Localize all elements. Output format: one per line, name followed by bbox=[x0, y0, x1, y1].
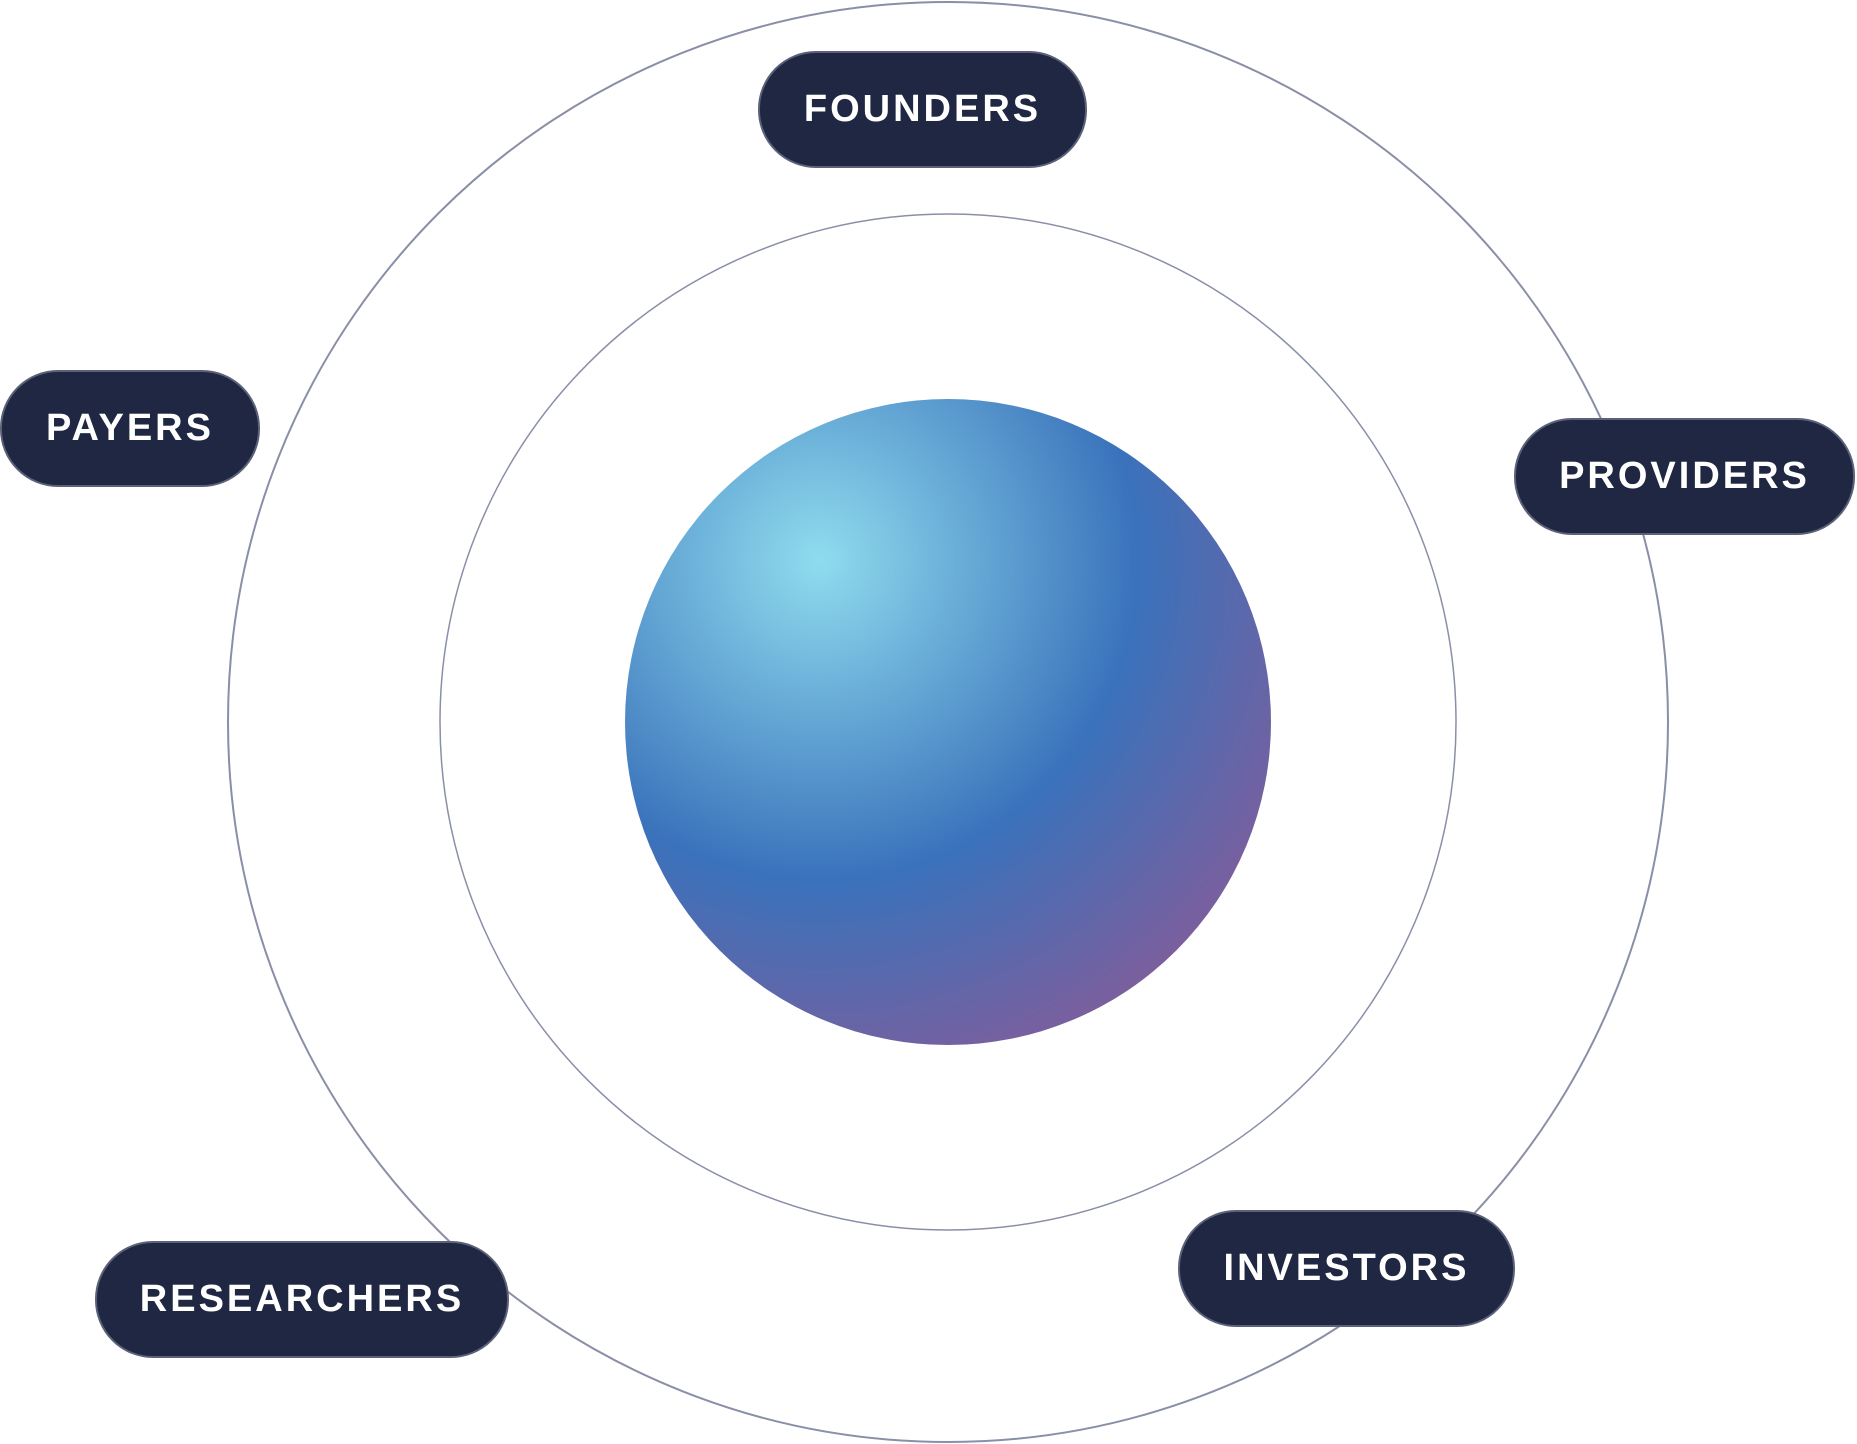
founders-label: FOUNDERS bbox=[803, 88, 1042, 130]
outer-orbit-ring bbox=[227, 1, 1669, 1443]
inner-orbit-ring bbox=[439, 213, 1457, 1231]
investors-pill[interactable]: INVESTORS bbox=[1178, 1210, 1515, 1327]
payers-label: PAYERS bbox=[46, 407, 214, 449]
providers-pill[interactable]: PROVIDERS bbox=[1514, 418, 1855, 535]
researchers-pill[interactable]: RESEARCHERS bbox=[95, 1241, 509, 1358]
providers-label: PROVIDERS bbox=[1559, 455, 1810, 497]
center-sphere bbox=[625, 399, 1271, 1045]
investors-label: INVESTORS bbox=[1223, 1247, 1470, 1289]
researchers-label: RESEARCHERS bbox=[139, 1278, 465, 1320]
payers-pill[interactable]: PAYERS bbox=[0, 370, 260, 487]
founders-pill[interactable]: FOUNDERS bbox=[758, 51, 1087, 168]
